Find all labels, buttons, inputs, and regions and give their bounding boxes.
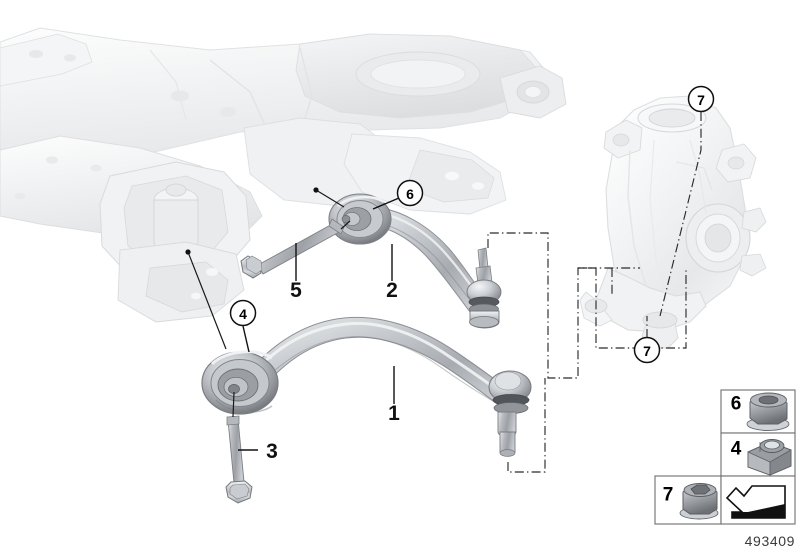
legend-box-direction[interactable] xyxy=(720,475,796,525)
pointer-subframe-upper xyxy=(315,189,345,208)
legend-box-4[interactable]: 4 xyxy=(720,432,796,477)
callout-label-3: 3 xyxy=(266,440,278,463)
callout-label-7-lower: 7 xyxy=(643,343,651,359)
callout-circle-7-lower[interactable] xyxy=(633,336,661,364)
pointer-bolt3 xyxy=(232,391,235,418)
legend-label-6: 6 xyxy=(731,394,742,415)
diagram-id: 493409 xyxy=(745,533,795,549)
hex-flange-bolt-lower xyxy=(225,415,253,504)
callout-label-5: 5 xyxy=(290,279,302,302)
callout-circle-4[interactable] xyxy=(229,299,257,327)
flange-nut-icon xyxy=(679,483,719,520)
callout-label-4: 4 xyxy=(239,306,247,322)
leader-lines xyxy=(185,187,400,451)
hex-flange-bolt-upper xyxy=(240,218,345,279)
callout-4[interactable]: 4 xyxy=(229,299,257,327)
square-nut-icon xyxy=(747,439,792,476)
direction-arrow-icon xyxy=(725,485,786,519)
leader-6 xyxy=(372,197,400,210)
collar-nut-icon xyxy=(746,392,790,431)
steering-knuckle xyxy=(579,95,767,349)
callout-circle-7-upper[interactable] xyxy=(687,85,715,113)
ball-joint-lower xyxy=(488,370,532,457)
callout-label-7-upper: 7 xyxy=(697,92,705,108)
callout-6[interactable]: 6 xyxy=(396,179,424,207)
front-lower-control-arm xyxy=(201,316,532,457)
front-axle-subframe xyxy=(0,27,567,323)
callout-7-upper[interactable]: 7 xyxy=(687,85,715,113)
legend-box-6[interactable]: 6 xyxy=(720,389,796,434)
callout-7-lower[interactable]: 7 xyxy=(633,336,661,364)
legend-box-7[interactable]: 7 xyxy=(654,475,722,525)
callout-label-6: 6 xyxy=(406,186,414,202)
callout-label-1: 1 xyxy=(388,402,400,425)
callout-label-2: 2 xyxy=(386,279,398,302)
legend-label-7: 7 xyxy=(663,485,674,506)
ball-joint-upper xyxy=(466,247,502,329)
leader-4 xyxy=(242,325,250,353)
pointer-dot-subframe-lower xyxy=(185,249,191,255)
pointer-dot-subframe-upper xyxy=(313,187,319,193)
callout-circle-6[interactable] xyxy=(396,179,424,207)
legend-label-4: 4 xyxy=(731,439,742,460)
pointer-bolt5 xyxy=(340,220,351,230)
assembly-reference-brackets xyxy=(487,112,702,473)
pointer-subframe-lower xyxy=(187,251,227,350)
